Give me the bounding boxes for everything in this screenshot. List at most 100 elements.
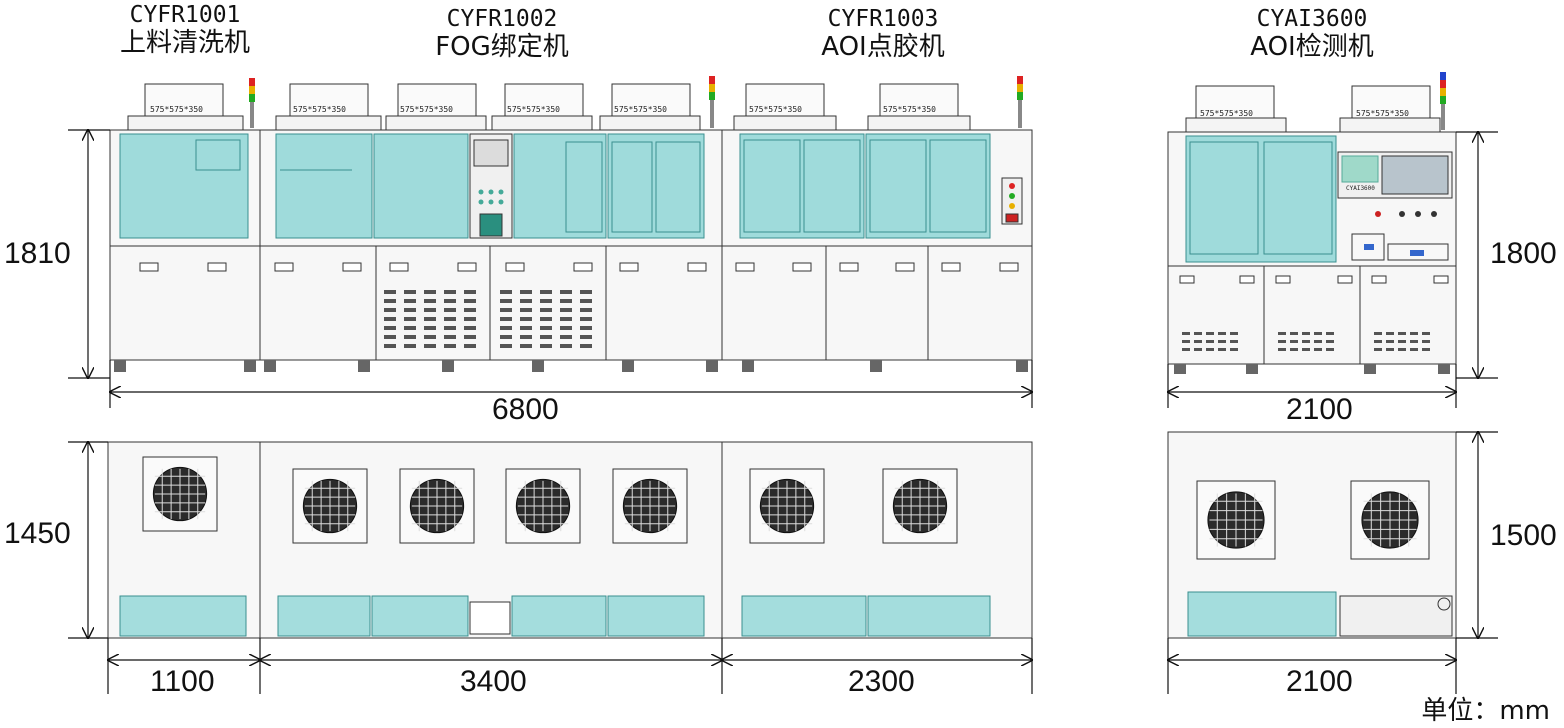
vent-slot xyxy=(404,344,416,348)
machine-2-name: FOG绑定机 xyxy=(435,32,569,62)
vent-slot xyxy=(1182,332,1190,335)
top-fans-line xyxy=(142,456,958,544)
fan-unit-label: 575*575*350 xyxy=(400,105,453,114)
vent-slot xyxy=(404,299,416,303)
vent-slot xyxy=(1386,348,1394,351)
glass-windows xyxy=(119,133,991,239)
machine-3-code: CYFR1003 xyxy=(827,6,939,32)
fan-filter-icon xyxy=(142,456,218,532)
front-width-line-label: 6800 xyxy=(492,393,559,426)
vent-slot xyxy=(1290,332,1298,335)
vent-slot xyxy=(1206,340,1214,343)
vent-slot xyxy=(1218,348,1226,351)
fan-unit-label: 575*575*350 xyxy=(1200,109,1253,118)
vent-slot xyxy=(1218,332,1226,335)
vent-slot xyxy=(464,335,476,339)
vent-slot xyxy=(424,326,436,330)
top-depth-aoi-label: 1500 xyxy=(1490,519,1557,552)
vent-slot xyxy=(1278,332,1286,335)
vent-slot xyxy=(500,317,512,321)
fan-filter-icon xyxy=(505,468,581,544)
front-width-aoi-label: 2100 xyxy=(1286,393,1353,426)
top-fans-aoi xyxy=(1196,480,1430,560)
vent-slot xyxy=(464,317,476,321)
vent-slot xyxy=(424,308,436,312)
machine-2-code: CYFR1002 xyxy=(446,6,558,32)
fan-unit-label: 575*575*350 xyxy=(293,105,346,114)
vent-slot xyxy=(424,344,436,348)
vent-slot xyxy=(384,344,396,348)
vent-slot xyxy=(520,290,532,294)
front-height-line-label: 1810 xyxy=(4,237,71,270)
vent-slot xyxy=(1194,348,1202,351)
machine-4-code: CYAI3600 xyxy=(1256,6,1368,32)
fan-filter-icon xyxy=(1196,480,1276,560)
vent-slots xyxy=(384,290,592,348)
vent-slot xyxy=(424,317,436,321)
vent-slot xyxy=(580,344,592,348)
machine-1-name: 上料清洗机 xyxy=(119,28,250,58)
vent-slot xyxy=(540,308,552,312)
vent-slot xyxy=(1302,340,1310,343)
fan-unit-label: 575*575*350 xyxy=(507,105,560,114)
vent-slot xyxy=(384,299,396,303)
vent-slot xyxy=(580,317,592,321)
vent-slot xyxy=(1386,332,1394,335)
top-width-aoi-label: 2100 xyxy=(1286,665,1353,698)
fan-unit-label: 575*575*350 xyxy=(883,105,936,114)
vent-slot xyxy=(384,335,396,339)
panel-text: CYAI3600 xyxy=(1346,185,1375,192)
vent-slot xyxy=(404,326,416,330)
vent-slot xyxy=(520,326,532,330)
vent-slot xyxy=(560,335,572,339)
vent-slot xyxy=(464,326,476,330)
machine-4-name: AOI检测机 xyxy=(1250,32,1374,62)
vent-slot xyxy=(464,344,476,348)
fan-unit-label: 575*575*350 xyxy=(1356,109,1409,118)
vent-slot xyxy=(1314,348,1322,351)
vent-slot xyxy=(500,344,512,348)
vent-slot xyxy=(540,290,552,294)
machine-2-label: CYFR1002 FOG绑定机 xyxy=(412,6,592,62)
vent-slot xyxy=(1194,340,1202,343)
vent-slot xyxy=(384,308,396,312)
top-width-cyfr1001-label: 1100 xyxy=(150,665,215,698)
vent-slot xyxy=(1230,348,1238,351)
vent-slot xyxy=(560,326,572,330)
top-depth-line-label: 1450 xyxy=(4,517,71,550)
vent-slot xyxy=(1398,340,1406,343)
vent-slot xyxy=(500,299,512,303)
control-panel xyxy=(469,133,513,239)
vent-slot xyxy=(520,308,532,312)
top-fan-units xyxy=(127,83,971,131)
leveling-feet xyxy=(114,360,1028,372)
vent-slot xyxy=(1290,340,1298,343)
vent-slot xyxy=(404,308,416,312)
vent-slot xyxy=(1206,348,1214,351)
fan-unit-label: 575*575*350 xyxy=(150,105,203,114)
vent-slot xyxy=(1182,348,1190,351)
vent-slot xyxy=(464,308,476,312)
vent-slot xyxy=(1422,332,1430,335)
vent-slot xyxy=(500,335,512,339)
vent-slot xyxy=(464,299,476,303)
machine-3-label: CYFR1003 AOI点胶机 xyxy=(793,6,973,62)
vent-slot xyxy=(1230,332,1238,335)
vent-slot xyxy=(1410,348,1418,351)
vent-slot xyxy=(1386,340,1394,343)
vent-slot xyxy=(560,299,572,303)
vent-slot xyxy=(1302,348,1310,351)
machine-3-name: AOI点胶机 xyxy=(821,32,945,62)
cabinet-handles xyxy=(139,262,1019,272)
fan-filter-icon xyxy=(1350,480,1430,560)
fan-filter-icon xyxy=(399,468,475,544)
vent-slot xyxy=(540,317,552,321)
vent-slot xyxy=(404,290,416,294)
vent-slot xyxy=(1290,348,1298,351)
vent-slot xyxy=(520,335,532,339)
top-width-cyfr1003-label: 2300 xyxy=(848,665,915,698)
vent-slot xyxy=(384,317,396,321)
front-view-line: 575*575*350 575*575*350 575*575*350 575*… xyxy=(109,76,1033,372)
vent-slot xyxy=(520,299,532,303)
